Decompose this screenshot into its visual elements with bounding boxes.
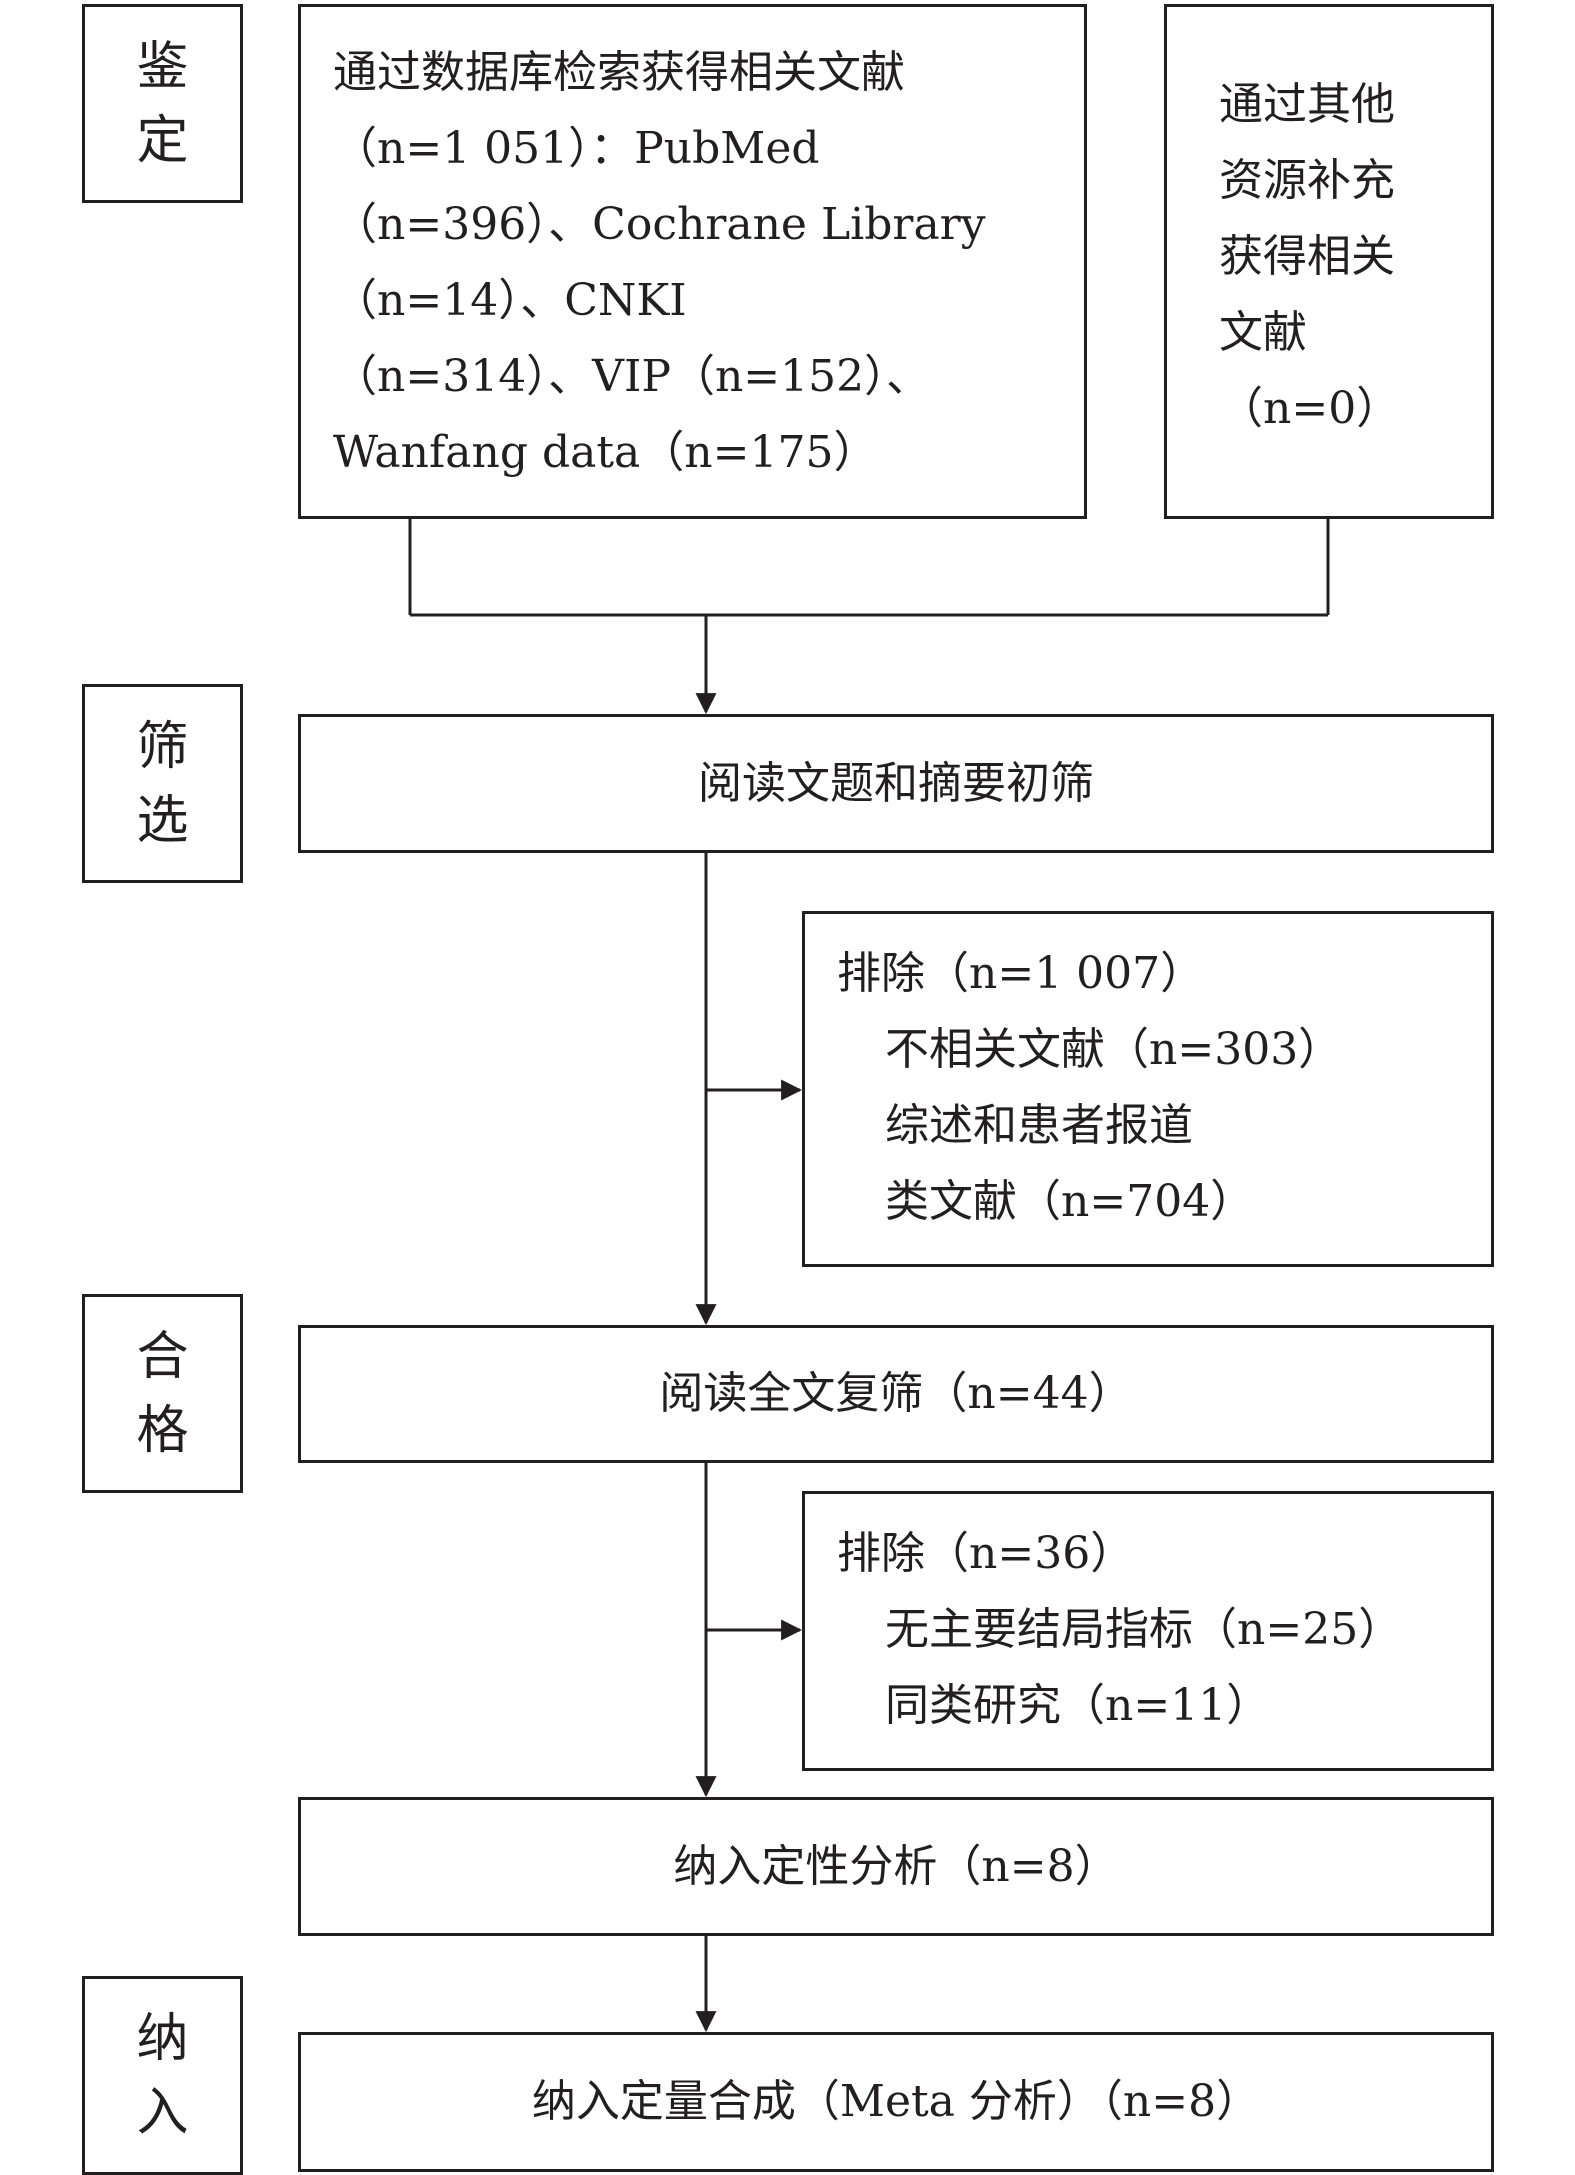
excluded-box-1: 排除（n=1 007） 不相关文献（n=303） 综述和患者报道 类文献（n=7… [802,911,1494,1267]
excluded-item: 无主要结局指标（n=25） [885,1604,1403,1655]
excluded-box-2: 排除（n=36） 无主要结局指标（n=25） 同类研究（n=11） [802,1491,1494,1771]
other-sources-line: 通过其他 [1219,79,1395,130]
eligibility-title: 阅读全文复筛（n=44） [659,1368,1133,1419]
database-line: Wanfang data（n=175） [333,427,878,478]
excluded-item: 同类研究（n=11） [885,1680,1271,1731]
other-sources-box: 通过其他 资源补充 获得相关 文献 （n=0） [1164,4,1494,519]
stage-char: 定 [136,110,189,171]
other-sources-line: 资源补充 [1219,155,1395,206]
database-line: （n=1 051）：PubMed [333,123,820,174]
stage-char: 格 [136,1400,189,1461]
excluded-item: 类文献（n=704） [885,1176,1255,1227]
database-search-box: 通过数据库检索获得相关文献 （n=1 051）：PubMed （n=396）、C… [298,4,1087,519]
other-sources-line: 文献 [1219,307,1307,358]
stage-char: 选 [136,790,189,851]
stage-label-eligibility: 合 格 [82,1294,243,1493]
stage-char: 纳 [136,2008,189,2069]
qualitative-title: 纳入定性分析（n=8） [673,1840,1119,1892]
database-line: （n=314）、VIP（n=152）、 [333,351,931,402]
stage-char: 筛 [136,716,189,777]
database-line: （n=14）、CNKI [333,275,687,326]
database-line: （n=396）、Cochrane Library [333,199,986,250]
stage-char: 鉴 [136,36,189,97]
quantitative-box: 纳入定量合成（Meta 分析）（n=8） [298,2032,1494,2172]
other-sources-line: （n=0） [1219,383,1401,434]
database-line: 通过数据库检索获得相关文献 [333,47,905,98]
stage-label-included: 纳 入 [82,1976,243,2175]
other-sources-line: 获得相关 [1219,231,1395,282]
stage-label-screening: 筛 选 [82,684,243,883]
qualitative-box: 纳入定性分析（n=8） [298,1797,1494,1936]
excluded-item: 不相关文献（n=303） [885,1024,1343,1075]
excluded-item: 综述和患者报道 [885,1100,1193,1151]
eligibility-box: 阅读全文复筛（n=44） [298,1325,1494,1463]
quantitative-title: 纳入定量合成（Meta 分析）（n=8） [531,2076,1261,2127]
excluded-heading: 排除（n=1 007） [837,948,1205,999]
screening-title: 阅读文题和摘要初筛 [698,757,1094,809]
stage-char: 合 [136,1326,189,1387]
stage-label-identification: 鉴 定 [82,4,243,203]
screening-box: 阅读文题和摘要初筛 [298,714,1494,853]
stage-char: 入 [136,2082,189,2143]
excluded-heading: 排除（n=36） [837,1528,1135,1579]
